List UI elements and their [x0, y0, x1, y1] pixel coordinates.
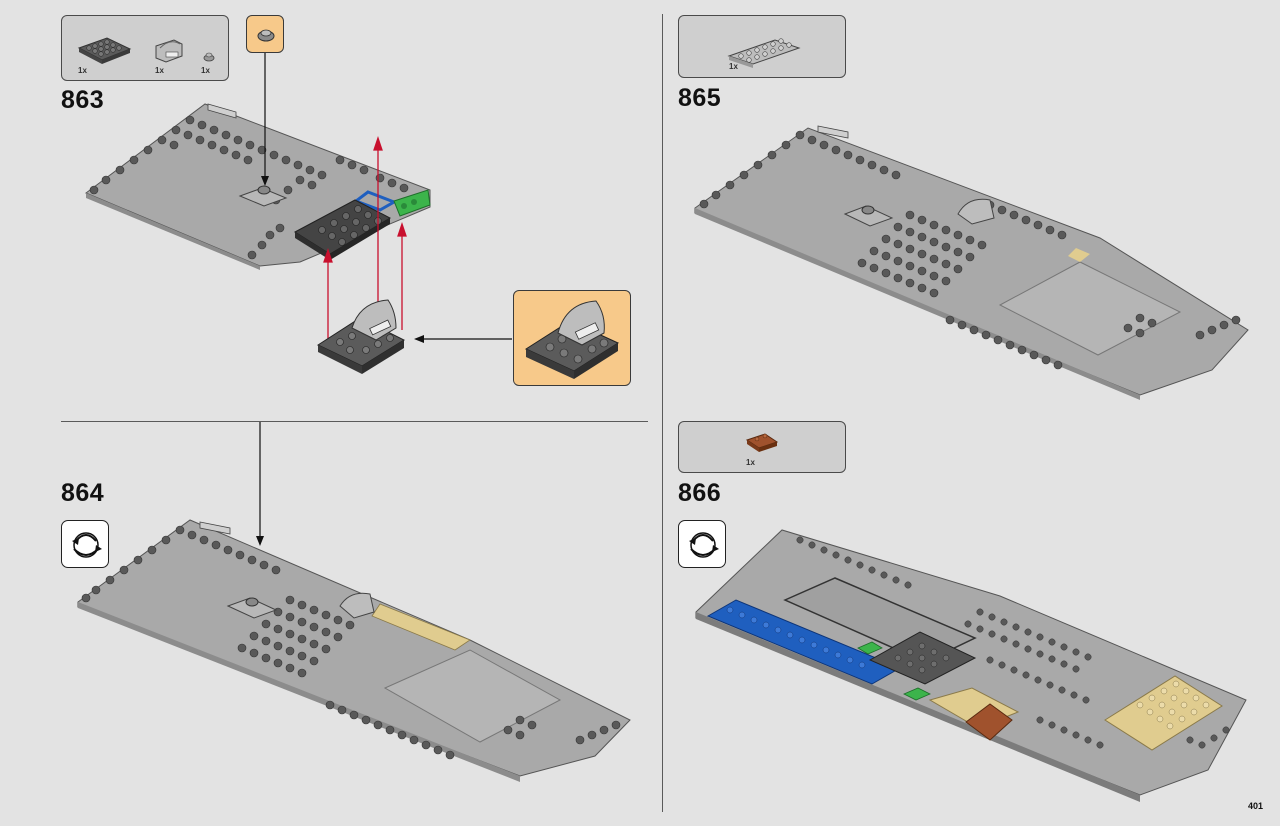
subassembly-detail-icon — [524, 300, 620, 379]
part-qty-slope: 1x — [155, 66, 164, 75]
part-plate-2x6-icon — [727, 38, 801, 68]
part-slope-gray-icon — [155, 39, 183, 63]
step-number-865: 865 — [678, 84, 722, 112]
round-tile-icon — [257, 29, 275, 42]
callout-round-tile — [246, 15, 284, 53]
part-round-tile-icon — [203, 52, 215, 62]
parts-list-865: 1x — [678, 15, 846, 78]
part-qty-round: 1x — [201, 66, 210, 75]
parts-list-863: 1x 1x 1x — [61, 15, 229, 81]
part-qty-brown-tile: 1x — [746, 458, 755, 467]
part-plate-4x4-icon — [77, 37, 132, 64]
part-brown-tile-icon — [745, 433, 779, 452]
step-number-863: 863 — [61, 86, 105, 114]
step-number-866: 866 — [678, 479, 722, 507]
part-qty-plate-2x6: 1x — [729, 62, 738, 71]
rotate-model-icon — [678, 520, 726, 568]
part-qty-plate: 1x — [78, 66, 87, 75]
callout-subassembly-863 — [513, 290, 631, 386]
page-divider-vertical — [662, 14, 663, 812]
step-number-864: 864 — [61, 479, 105, 507]
page-number: 401 — [1248, 801, 1264, 811]
parts-list-866: 1x — [678, 421, 846, 473]
rotate-model-icon — [61, 520, 109, 568]
page-divider-horizontal — [61, 421, 648, 422]
